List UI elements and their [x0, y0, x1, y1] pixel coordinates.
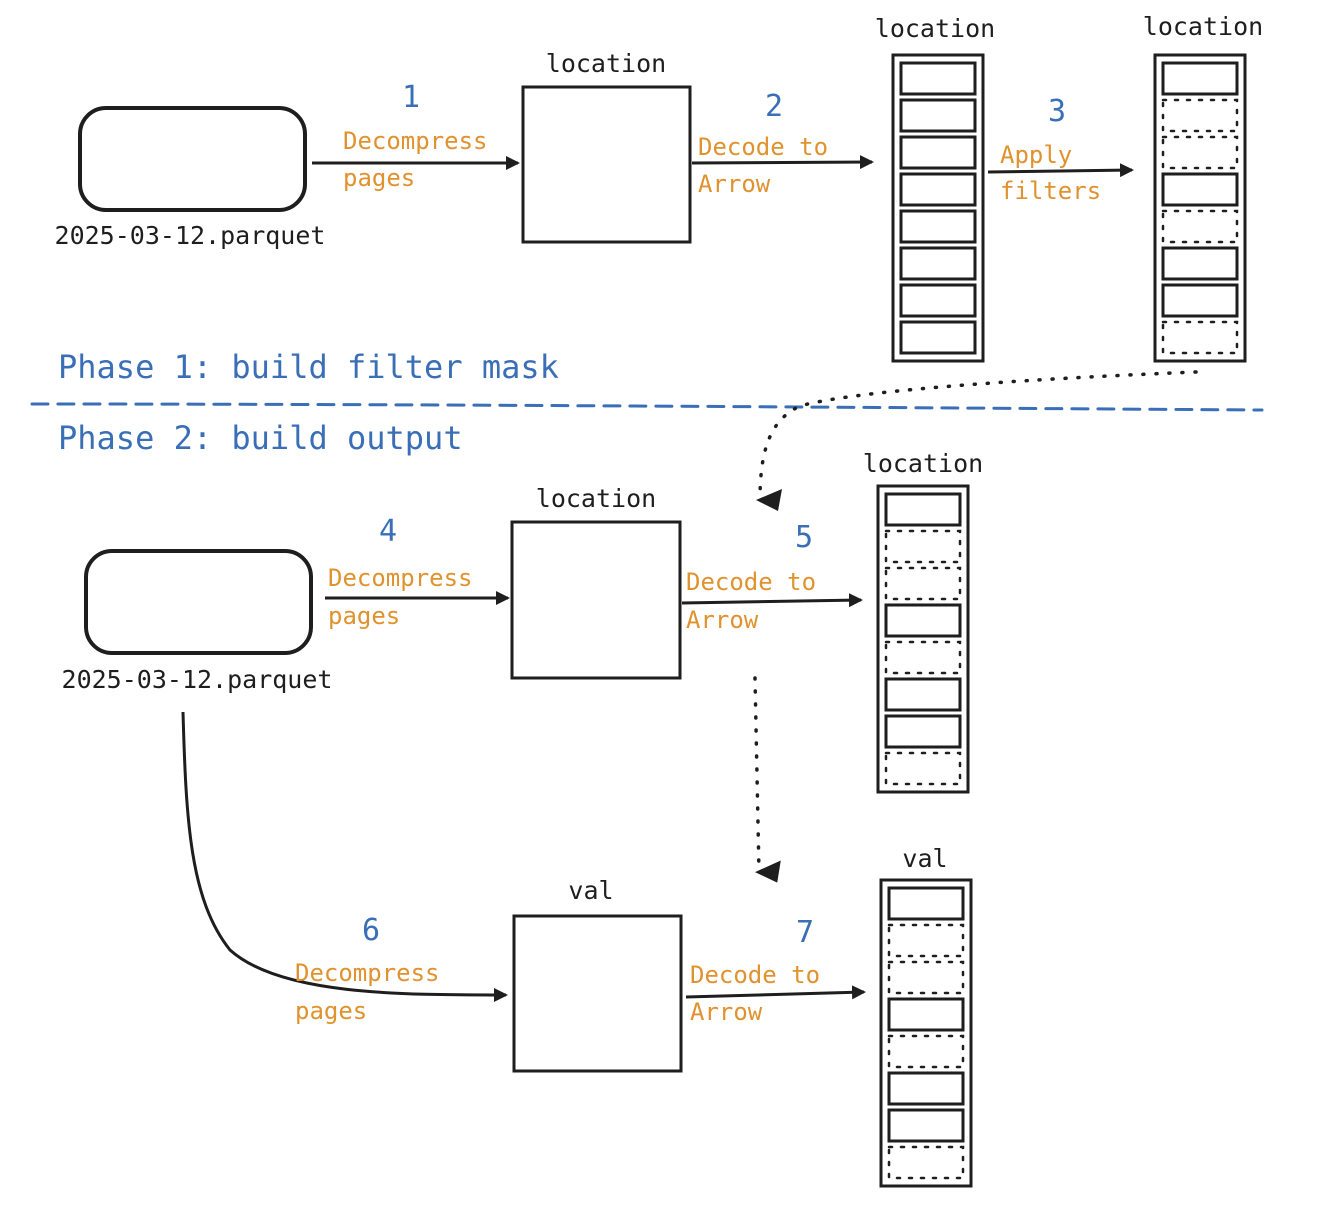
pages-box-label: location [536, 484, 656, 513]
mask-dotted-arrow-2 [753, 676, 781, 883]
column-cell-kept [1161, 283, 1239, 318]
column-label: location [863, 449, 983, 478]
column-cell-filtered [887, 1145, 965, 1180]
step-5-label-line1: Decode to [686, 568, 816, 596]
step-2-arrow [691, 155, 874, 170]
column-cell-kept [899, 61, 977, 96]
step-7-label-line2: Arrow [690, 998, 763, 1026]
column-cell-kept [1161, 246, 1239, 281]
column-cell-kept [899, 320, 977, 355]
column-cell-kept [1161, 172, 1239, 207]
step-4-arrow-group: 4 Decompress pages [325, 514, 510, 630]
parquet-file-phase1: 2025-03-12.parquet [55, 106, 326, 250]
step-3-arrow-group: 3 Apply filters [987, 94, 1134, 205]
column-cell-filtered [1161, 135, 1239, 170]
step-6-arrow-group: 6 Decompress pages [295, 913, 440, 1025]
step-4-label-line2: pages [328, 602, 400, 630]
parquet-file-label: 2025-03-12.parquet [62, 665, 333, 694]
column-cell-kept [887, 1071, 965, 1106]
column-cell-kept [899, 209, 977, 244]
column-cell-filtered [884, 751, 962, 786]
arrow-column-location-output: location [863, 449, 983, 794]
step-7-label-line1: Decode to [690, 961, 820, 989]
column-cell-kept [1161, 61, 1239, 96]
column-label: val [902, 844, 947, 873]
column-frame [891, 53, 985, 363]
step-3-label-line1: Apply [1000, 141, 1072, 169]
arrow-column-location-decoded: location [875, 14, 995, 363]
column-cell-kept [899, 246, 977, 281]
column-cell-kept [899, 98, 977, 133]
phase-2-label: Phase 2: build output [58, 419, 463, 457]
step-4-number: 4 [379, 514, 397, 549]
phase-1-label: Phase 1: build filter mask [58, 348, 559, 386]
step-7-arrow-group: 7 Decode to Arrow [685, 915, 866, 1026]
pages-box-val: val [512, 876, 683, 1073]
parquet-file-label: 2025-03-12.parquet [55, 221, 326, 250]
step-6-label-line2: pages [295, 997, 367, 1025]
step-2-label-line2: Arrow [698, 170, 771, 198]
arrow-column-location-mask: location [1143, 12, 1263, 363]
step-4-label-line1: Decompress [328, 564, 473, 592]
parquet-file-phase2: 2025-03-12.parquet [62, 549, 333, 694]
column-cell-kept [884, 492, 962, 527]
step-7-number: 7 [796, 915, 814, 950]
phase-divider [30, 402, 1264, 412]
pages-box-label: val [568, 876, 613, 905]
pages-box-shape [512, 914, 683, 1073]
pages-box-shape [510, 520, 682, 680]
step-6-number: 6 [362, 913, 380, 948]
step-7-arrow [685, 985, 866, 1000]
step-1-label-line1: Decompress [343, 127, 488, 155]
parquet-file-shape [84, 549, 313, 655]
step-2-arrow-group: 2 Decode to Arrow [691, 89, 874, 198]
step-3-arrow [987, 163, 1134, 178]
column-cell-kept [899, 135, 977, 170]
column-cell-kept [887, 1108, 965, 1143]
pages-box-location-phase2: location [510, 484, 682, 680]
step-6-arrow [181, 711, 508, 1002]
column-cell-kept [884, 603, 962, 638]
arrow-column-val-output: val [879, 844, 973, 1188]
column-cell-kept [884, 677, 962, 712]
step-5-arrow-group: 5 Decode to Arrow [681, 520, 863, 634]
column-cell-kept [884, 714, 962, 749]
column-cell-filtered [1161, 209, 1239, 244]
step-2-label-line1: Decode to [698, 133, 828, 161]
pages-box-location-phase1: location [521, 49, 692, 244]
pages-box-shape [521, 85, 692, 244]
step-6-label-line1: Decompress [295, 959, 440, 987]
column-cell-filtered [884, 566, 962, 601]
column-frame [1153, 53, 1247, 363]
step-3-label-line2: filters [1000, 177, 1101, 205]
column-frame [879, 878, 973, 1188]
column-label: location [875, 14, 995, 43]
step-1-number: 1 [402, 80, 420, 115]
step-5-label-line2: Arrow [686, 606, 759, 634]
column-cell-filtered [887, 960, 965, 995]
column-cell-kept [899, 283, 977, 318]
column-frame [876, 484, 970, 794]
column-cell-filtered [887, 923, 965, 958]
step-2-number: 2 [765, 89, 783, 124]
mask-dotted-arrow-1 [756, 370, 1198, 512]
step-1-arrow-group: 1 Decompress pages [312, 80, 520, 192]
column-cell-kept [887, 997, 965, 1032]
step-1-label-line2: pages [343, 164, 415, 192]
column-cell-filtered [884, 640, 962, 675]
column-cell-kept [887, 886, 965, 921]
column-cell-filtered [1161, 98, 1239, 133]
column-cell-filtered [887, 1034, 965, 1069]
column-label: location [1143, 12, 1263, 41]
step-3-number: 3 [1048, 94, 1066, 129]
parquet-file-shape [78, 106, 307, 212]
column-cell-filtered [884, 529, 962, 564]
pages-box-label: location [546, 49, 666, 78]
column-cell-filtered [1161, 320, 1239, 355]
step-5-number: 5 [795, 520, 813, 555]
step-5-arrow [681, 593, 863, 608]
column-cell-kept [899, 172, 977, 207]
